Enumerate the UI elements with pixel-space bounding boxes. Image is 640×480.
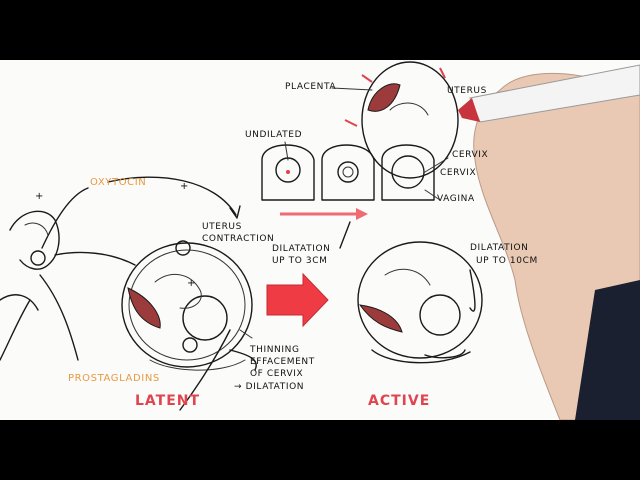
label-dilatation-3cm-line2: UP TO 3CM	[272, 256, 328, 266]
label-uterus-contraction-line2: CONTRACTION	[202, 234, 275, 244]
active-uterus	[357, 241, 483, 364]
label-prostaglandins: PROSTAGLADINS	[68, 373, 160, 384]
plus-sign-mother: +	[35, 191, 44, 202]
label-dilatation-10cm-line1: DILATATION	[470, 243, 529, 253]
label-cervix-2: CERVIX	[440, 168, 477, 178]
label-dilatation-arrow: → DILATATION	[234, 382, 305, 392]
label-undilated: UNDILATED	[245, 130, 303, 140]
oxytocin-arrow	[41, 187, 89, 249]
label-latent: LATENT	[135, 393, 201, 409]
latent-uterus	[121, 242, 257, 371]
cervix-stages	[261, 61, 459, 201]
label-placenta: PLACENTA	[285, 82, 337, 92]
label-thinning: THINNING	[250, 345, 300, 355]
progress-arrow	[266, 272, 329, 328]
diagram-drawing	[0, 61, 640, 420]
label-uterus-contraction-line1: UTERUS	[202, 222, 242, 232]
hand-with-pen	[458, 64, 640, 420]
label-of-cervix: OF CERVIX	[250, 369, 304, 379]
label-active: ACTIVE	[368, 393, 431, 409]
label-vagina: VAGINA	[437, 194, 475, 204]
diagram-canvas: OXYTOCIN UTERUS CONTRACTION PROSTAGLADIN…	[0, 60, 640, 420]
label-uterus: UTERUS	[447, 86, 487, 96]
label-effacement: EFFACEMENT	[250, 357, 315, 367]
label-oxytocin: OXYTOCIN	[90, 177, 147, 188]
plus-sign-prostaglandin: +	[187, 278, 196, 289]
label-dilatation-3cm-line1: DILATATION	[272, 244, 331, 254]
left-arrow-line	[0, 299, 31, 361]
label-cervix: CERVIX	[452, 150, 489, 160]
plus-sign-uterus: +	[180, 181, 189, 192]
mother-figure	[0, 210, 136, 361]
label-dilatation-10cm-line2: UP TO 10CM	[476, 256, 538, 266]
